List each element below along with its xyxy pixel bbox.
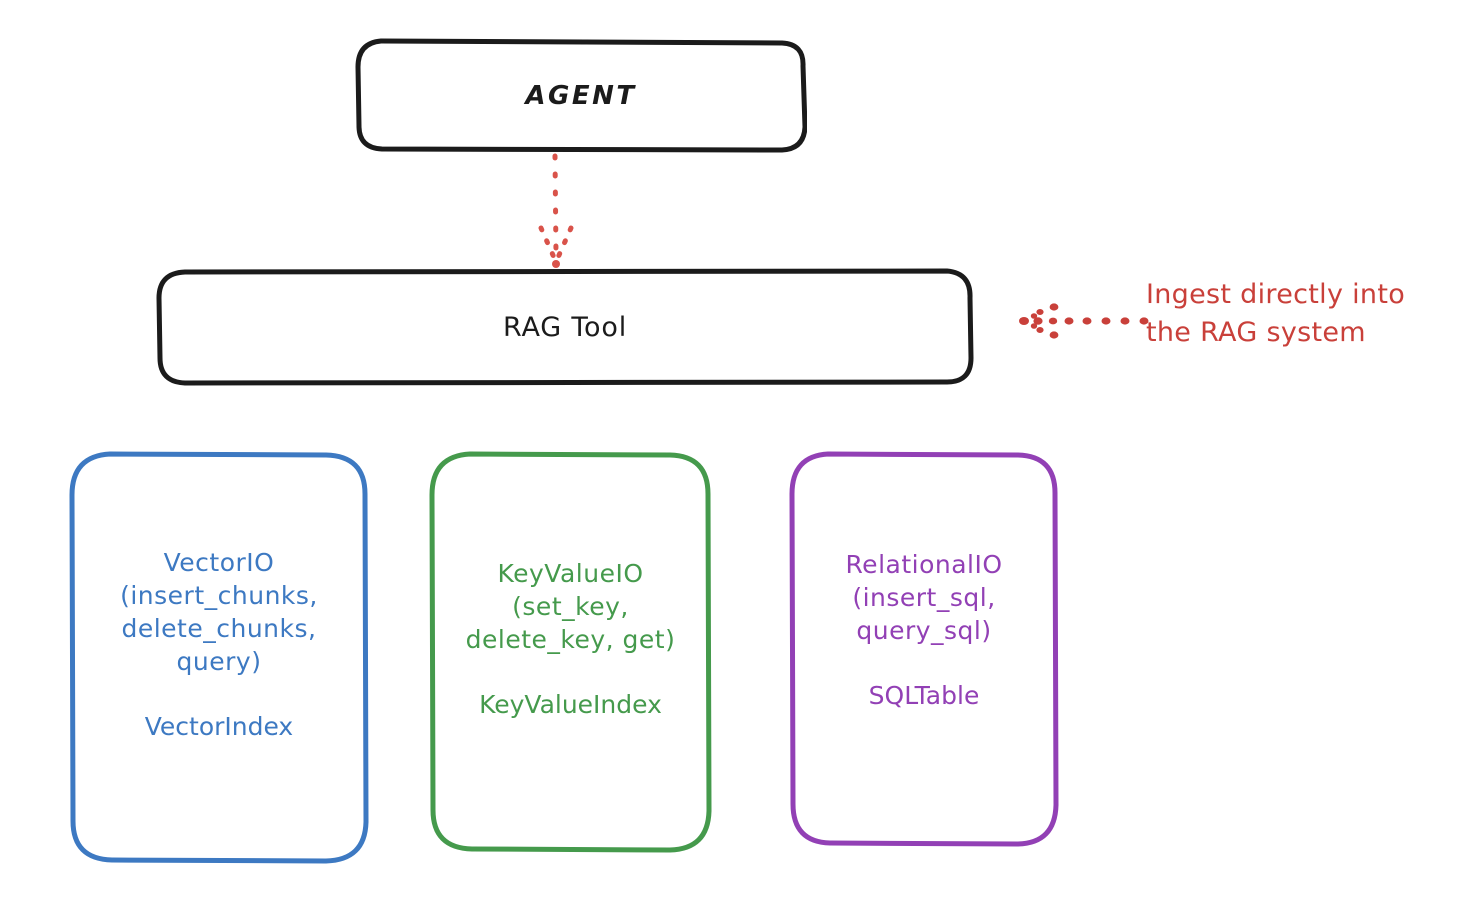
agent-node[interactable]: AGENT — [355, 38, 807, 153]
key-value-io-node[interactable]: KeyValueIO (set_key, delete_key, get) Ke… — [428, 450, 713, 854]
ingest-arrow-icon — [1019, 303, 1149, 339]
sql-table-label: SQLTable — [868, 681, 980, 710]
vector-index-label: VectorIndex — [144, 712, 294, 741]
key-value-index-label: KeyValueIndex — [479, 690, 662, 719]
ingest-annotation-text: Ingest directly into the RAG system — [1146, 279, 1406, 349]
rag-tool-node[interactable]: RAG Tool — [155, 268, 975, 386]
relational-io-node[interactable]: RelationalIO (insert_sql, query_sql) SQL… — [788, 450, 1060, 848]
agent-to-rag-tool-arrow — [538, 153, 574, 268]
vector-io-label: VectorIO (insert_chunks, delete_chunks, … — [120, 548, 318, 676]
rag-tool-label: RAG Tool — [502, 311, 627, 343]
agent-label: AGENT — [525, 80, 637, 111]
key-value-io-label: KeyValueIO (set_key, delete_key, get) — [465, 559, 676, 654]
relational-io-label: RelationalIO (insert_sql, query_sql) — [845, 550, 1003, 645]
vector-io-node[interactable]: VectorIO (insert_chunks, delete_chunks, … — [68, 450, 370, 865]
